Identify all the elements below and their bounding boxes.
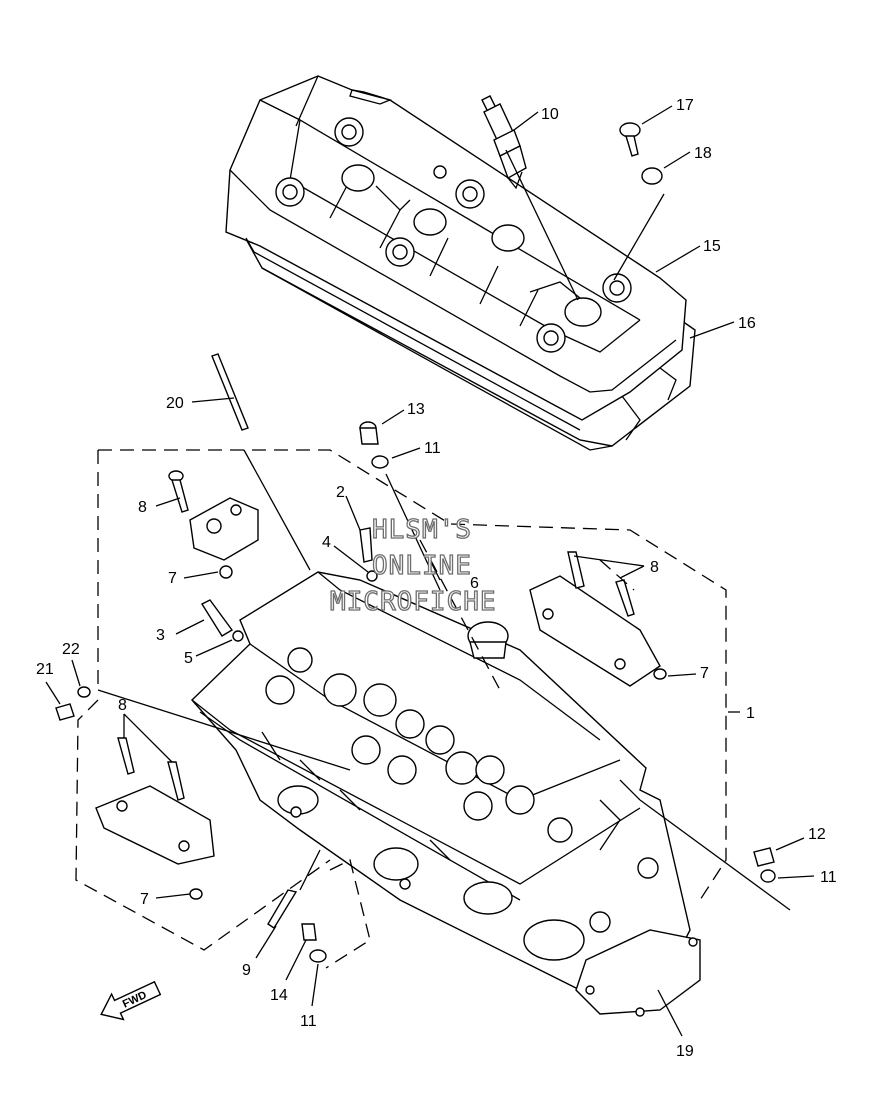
callout-14: 14 <box>270 987 288 1004</box>
bolt-17 <box>619 122 641 157</box>
stud-bolt-20 <box>211 353 249 431</box>
bolt-8-right <box>567 551 635 617</box>
callout-20: 20 <box>166 395 184 412</box>
callout-8: 8 <box>118 697 127 714</box>
callout-5: 5 <box>184 650 193 667</box>
spark-plug <box>481 95 527 190</box>
callout-7: 7 <box>700 665 709 682</box>
washer-11-bottom <box>309 949 327 963</box>
callout-2: 2 <box>336 484 345 501</box>
cam-cap-left-top <box>189 497 259 561</box>
dowel-7-bottom <box>189 888 203 900</box>
fwd-label: FWD <box>121 989 149 1010</box>
callout-11: 11 <box>820 869 837 886</box>
bolt-12 <box>753 847 775 867</box>
callout-18: 18 <box>694 145 712 162</box>
cylinder-head <box>191 571 701 1017</box>
watermark-line-2: ONLINE <box>372 551 472 581</box>
callout-9: 9 <box>242 962 251 979</box>
insert-3 <box>200 599 234 637</box>
callout-17: 17 <box>676 97 694 114</box>
callout-15: 15 <box>703 238 721 255</box>
washer-11-right <box>760 869 776 883</box>
washer-11 <box>371 455 389 469</box>
cam-cap-left-bottom <box>95 785 215 865</box>
callout-7: 7 <box>140 891 149 908</box>
callout-8: 8 <box>650 559 659 576</box>
callout-22: 22 <box>62 641 80 658</box>
washer-22 <box>77 686 91 698</box>
callout-13: 13 <box>407 401 425 418</box>
callout-16: 16 <box>738 315 756 332</box>
watermark: HLSM'S ONLINE MICROFICHE <box>329 514 497 617</box>
callout-1: 1 <box>746 705 755 722</box>
callout-19: 19 <box>676 1043 694 1060</box>
cam-cap-right <box>529 575 661 687</box>
dowel-7-top <box>219 565 233 579</box>
watermark-line-1: HLSM'S <box>372 515 472 545</box>
bolt-8-bottom <box>117 737 185 801</box>
grommet-18 <box>641 167 663 185</box>
cylinder-head-cover <box>225 75 696 451</box>
callout-3: 3 <box>156 627 165 644</box>
bolt-8-left <box>168 470 189 513</box>
dowel-14 <box>301 923 317 941</box>
dowel-13 <box>359 421 379 445</box>
ball-5 <box>232 630 244 642</box>
callout-12: 12 <box>808 826 826 843</box>
callout-7: 7 <box>168 570 177 587</box>
plug-6 <box>467 621 509 659</box>
callout-6: 6 <box>470 575 479 592</box>
callout-4: 4 <box>322 534 331 551</box>
callout-8: 8 <box>138 499 147 516</box>
callout-11: 11 <box>424 440 441 457</box>
callout-10: 10 <box>541 106 559 123</box>
callout-21: 21 <box>36 661 54 678</box>
leader-lines <box>45 105 815 1037</box>
callout-11: 11 <box>300 1013 317 1030</box>
dowel-7-right <box>653 668 667 680</box>
bolt-21 <box>55 703 75 721</box>
watermark-line-3: MICROFICHE <box>330 587 497 617</box>
callout-labels: 10 17 18 15 16 20 13 11 8 2 4 6 8 7 3 5 … <box>36 97 837 1060</box>
dashed-outlines <box>75 449 727 969</box>
stud-9 <box>267 889 298 929</box>
fwd-arrow: FWD <box>100 980 162 1021</box>
ball-4 <box>366 570 378 582</box>
stud-2 <box>359 527 373 563</box>
